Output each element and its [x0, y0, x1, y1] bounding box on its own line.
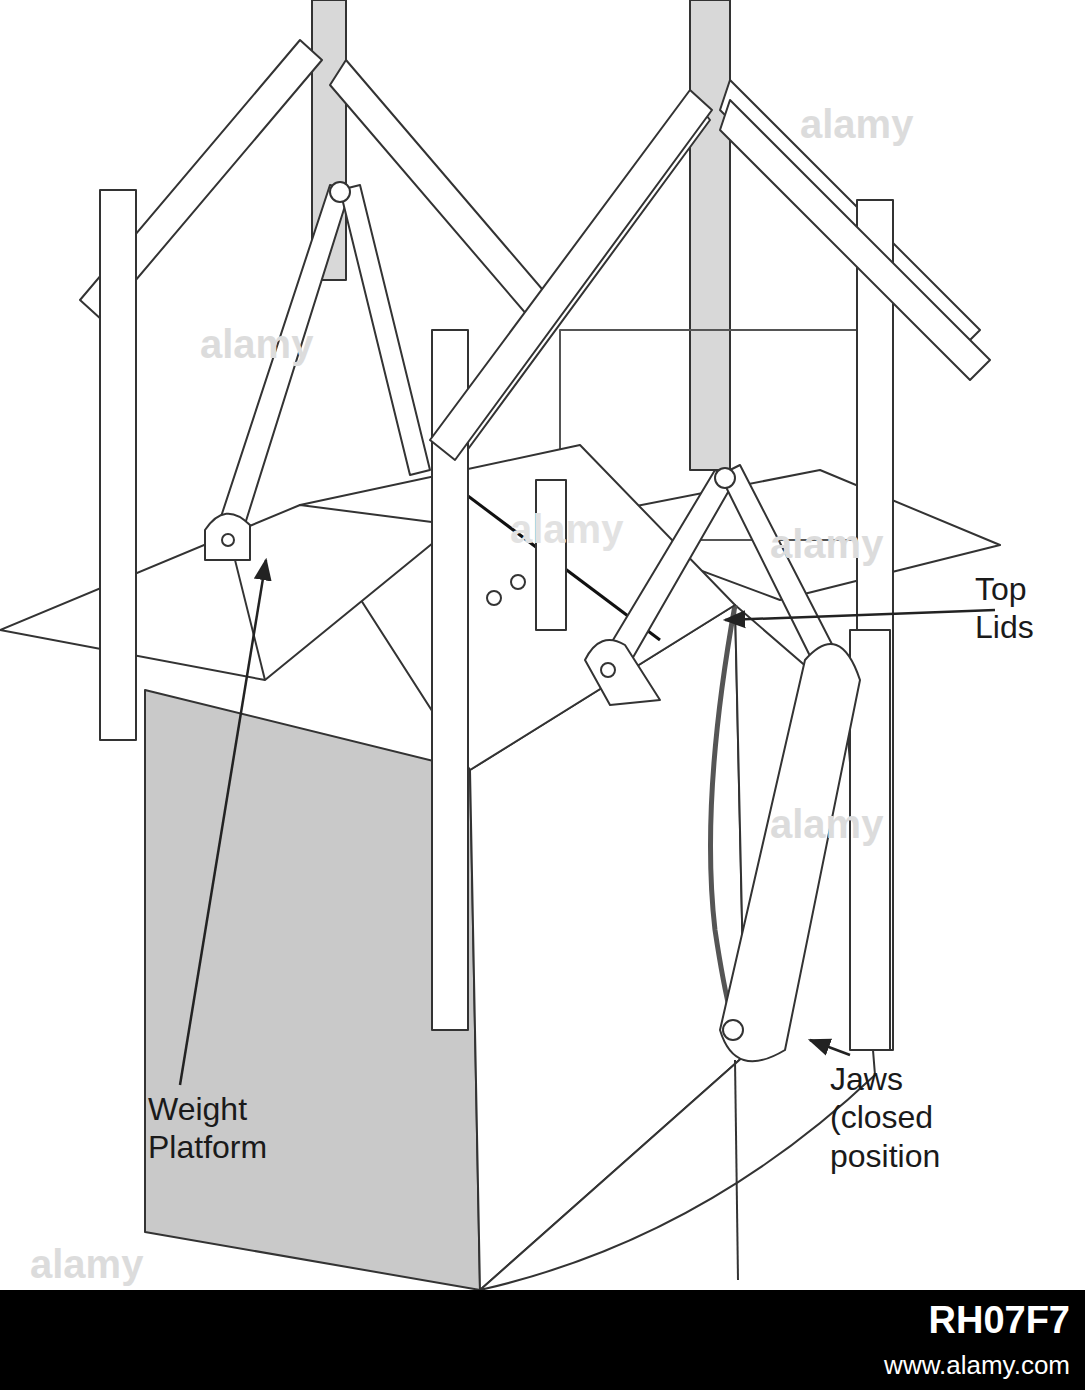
- watermark: alamy: [800, 100, 1000, 148]
- watermark: alamy: [200, 320, 400, 368]
- site-url: www.alamy.com: [820, 1350, 1070, 1381]
- leader-line: [725, 610, 995, 620]
- image-id: RH07F7: [880, 1298, 1070, 1344]
- jaw-lever: [720, 644, 860, 1061]
- pivot: [723, 1020, 743, 1040]
- part-label: Top Lids: [975, 570, 1079, 647]
- pivot: [222, 534, 234, 546]
- pivot: [601, 663, 615, 677]
- link-arm: [340, 185, 430, 475]
- hanger-rod: [690, 0, 730, 470]
- frame-brace: [430, 90, 712, 460]
- watermark: alamy: [510, 505, 710, 553]
- leader-line: [810, 1040, 850, 1055]
- watermark: alamy: [30, 1240, 230, 1288]
- weight-platform: [0, 505, 455, 680]
- leader-line: [180, 560, 266, 1085]
- watermark: alamy: [770, 520, 970, 568]
- pivot: [330, 182, 350, 202]
- link-mount: [205, 514, 250, 560]
- part-label: Weight Platform: [148, 1090, 328, 1167]
- link-mount: [585, 640, 660, 705]
- part-label: Jaws (closed position: [830, 1060, 980, 1175]
- eye-bolt: [511, 575, 525, 589]
- eye-bolt: [487, 591, 501, 605]
- pivot: [715, 468, 735, 488]
- watermark: alamy: [770, 800, 970, 848]
- frame-post: [100, 190, 136, 740]
- top-lid: [300, 445, 735, 770]
- jaw-edge: [735, 1060, 738, 1280]
- frame-post: [536, 480, 566, 630]
